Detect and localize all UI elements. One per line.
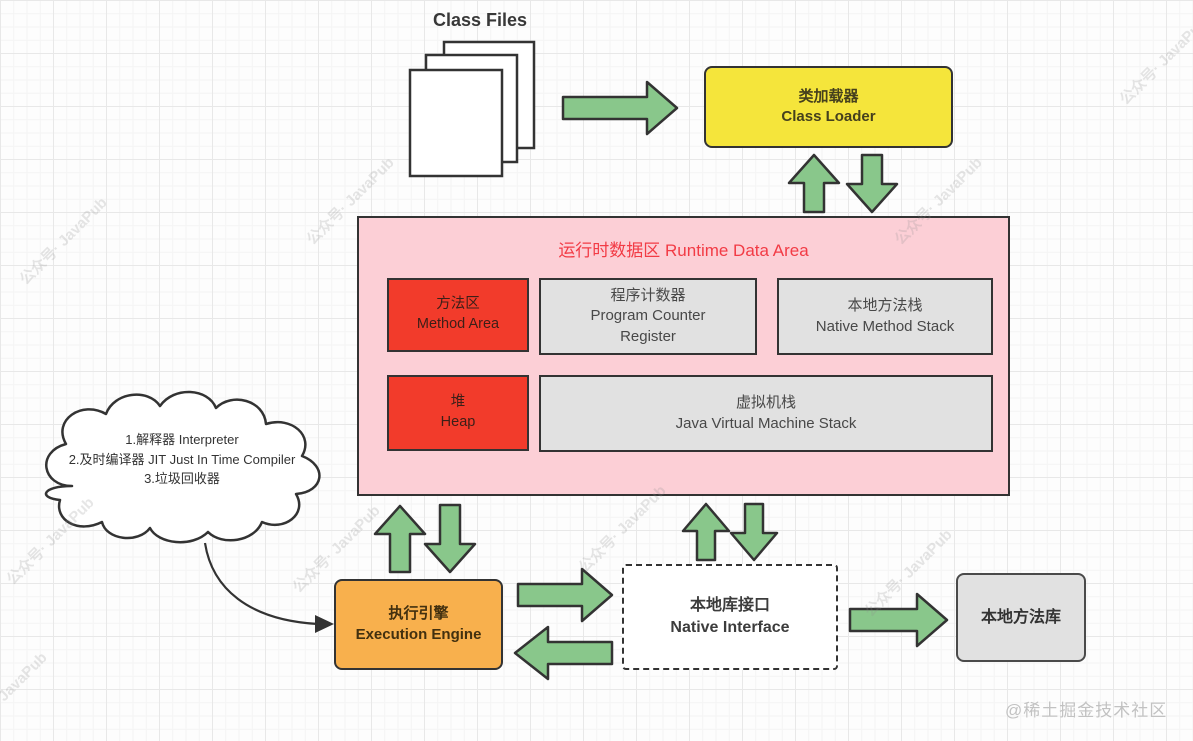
- arrow-down-runtime-to-nativeinterface-icon: [729, 502, 779, 562]
- cloud-tail-arrowhead-icon: [315, 615, 334, 633]
- method-area-label-en: Method Area: [416, 316, 500, 332]
- arrow-left-nativeinterface-to-engine-icon: [513, 625, 614, 681]
- class-files-label: Class Files: [432, 10, 528, 30]
- cloud-tail-curve: [203, 542, 319, 626]
- execution-engine-label-zh: 执行引擎: [388, 605, 449, 623]
- native-interface-label-en: Native Interface: [670, 619, 790, 636]
- class-loader-label-en: Class Loader: [781, 108, 876, 125]
- arrow-classfiles-to-classloader-icon: [561, 80, 679, 136]
- cloud-note-line2: 2.及时编译器 JIT Just In Time Compiler: [68, 451, 296, 467]
- arrow-right-nativeinterface-to-library-icon: [848, 592, 949, 648]
- heap-label-zh: 堆: [450, 394, 466, 411]
- watermark-text: 公众号· JavaPub: [0, 649, 51, 741]
- arrow-right-engine-to-nativeinterface-icon: [516, 567, 614, 623]
- execution-engine-box: 执行引擎 Execution Engine: [334, 579, 503, 670]
- cloud-note-line3: 3.垃圾回收器: [144, 471, 220, 486]
- program-counter-label-en: Program Counter Register: [590, 307, 706, 345]
- arrow-up-nativeinterface-to-runtime-icon: [681, 502, 731, 562]
- heap-label-en: Heap: [440, 414, 476, 430]
- native-interface-label-zh: 本地库接口: [689, 597, 770, 615]
- class-loader-label-zh: 类加载器: [798, 87, 859, 105]
- class-loader-box: 类加载器 Class Loader: [704, 66, 953, 148]
- native-interface-box: 本地库接口 Native Interface: [622, 564, 838, 670]
- native-method-stack-box: 本地方法栈 Native Method Stack: [777, 278, 993, 355]
- arrow-down-classloader-to-runtime-icon: [845, 153, 899, 214]
- native-method-stack-label-en: Native Method Stack: [815, 317, 955, 335]
- execution-engine-label-en: Execution Engine: [355, 625, 482, 643]
- cloud-note-text: 1.解释器 Interpreter 2.及时编译器 JIT Just In Ti…: [48, 430, 316, 489]
- method-area-box: 方法区 Method Area: [387, 278, 529, 352]
- watermark-text: 公众号· JavaPub: [3, 494, 98, 589]
- watermark-text: 公众号· JavaPub: [1116, 14, 1193, 109]
- jvm-stack-label-zh: 虚拟机栈: [735, 394, 796, 412]
- program-counter-box: 程序计数器 Program Counter Register: [539, 278, 757, 355]
- native-method-library-label: 本地方法库: [980, 608, 1061, 626]
- arrow-up-runtime-to-classloader-icon: [787, 153, 841, 214]
- watermark-text: 公众号· JavaPub: [16, 194, 111, 289]
- jvm-stack-box: 虚拟机栈 Java Virtual Machine Stack: [539, 375, 993, 452]
- watermark-text: 公众号· JavaPub: [861, 526, 956, 621]
- method-area-label-zh: 方法区: [436, 296, 480, 313]
- cloud-note-line1: 1.解释器 Interpreter: [125, 432, 239, 447]
- jvm-stack-label-en: Java Virtual Machine Stack: [675, 414, 857, 432]
- class-files-stack-icon: [408, 40, 536, 178]
- heap-box: 堆 Heap: [387, 375, 529, 451]
- native-method-library-box: 本地方法库: [956, 573, 1086, 662]
- arrow-down-runtime-to-engine-icon: [423, 503, 477, 574]
- attribution-text: @稀土掘金技术社区: [1005, 701, 1168, 720]
- runtime-data-area-title: 运行时数据区 Runtime Data Area: [558, 241, 809, 260]
- program-counter-label-zh: 程序计数器: [610, 287, 686, 305]
- arrow-up-engine-to-runtime-icon: [373, 504, 427, 574]
- native-method-stack-label-zh: 本地方法栈: [847, 297, 923, 315]
